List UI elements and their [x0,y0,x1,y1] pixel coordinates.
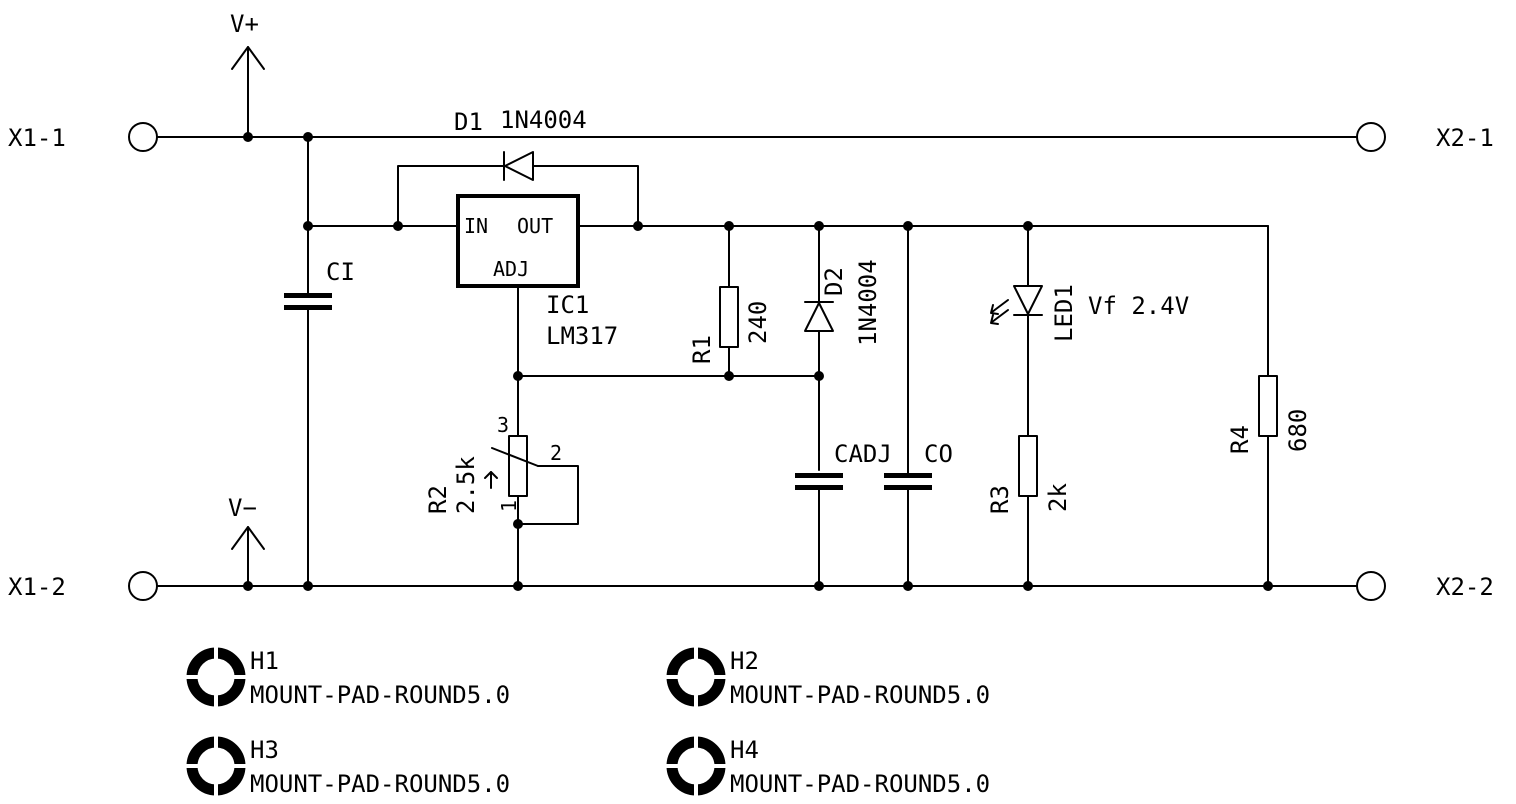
junction-dot [513,519,523,529]
connector-x2-2-label: X2-2 [1436,573,1494,601]
led-led1-note: Vf 2.4V [1088,292,1189,320]
junction-dots [243,132,1273,591]
junction-dot [303,132,313,142]
capacitor-co-ref: CO [924,440,953,468]
ic1-ref: IC1 [546,291,589,319]
resistor-r1-ref: R1 [688,335,716,364]
resistor-r4: R4 680 [1226,225,1312,587]
trimmer-r2: 3 2 1 R2 2.5k [424,413,579,587]
junction-dot [814,581,824,591]
resistor-r1: R1 240 [688,225,772,377]
mount-pad-h1-ref: H1 [250,647,279,675]
diode-d2: D2 1N4004 [804,225,882,471]
resistor-r1-value: 240 [744,301,772,344]
mount-pad-h1-value: MOUNT-PAD-ROUND5.0 [250,681,510,709]
junction-dot [303,221,313,231]
diode-d2-value: 1N4004 [854,259,882,346]
trimmer-r2-pin3: 3 [497,413,509,437]
resistor-r4-value: 680 [1284,409,1312,452]
junction-dot [1263,581,1273,591]
mount-pad-h3: H3 MOUNT-PAD-ROUND5.0 [185,735,510,798]
mount-pad-h2: H2 MOUNT-PAD-ROUND5.0 [665,646,990,709]
mount-pad-h2-value: MOUNT-PAD-ROUND5.0 [730,681,990,709]
mount-pad-h4: H4 MOUNT-PAD-ROUND5.0 [665,735,990,798]
trimmer-r2-pin1: 1 [497,500,521,512]
trimmer-r2-ref: R2 [424,485,452,514]
ic1-pin-adj: ADJ [493,257,529,281]
supply-negative-symbol: V− [228,494,265,587]
supply-positive-label: V+ [230,10,259,38]
junction-dot [903,581,913,591]
diode-d1-value: 1N4004 [500,106,587,134]
junction-dot [243,132,253,142]
junction-dot [724,371,734,381]
junction-dot [1023,221,1033,231]
diode-d2-ref: D2 [820,267,848,296]
capacitor-ci: CI [284,136,355,587]
connector-x2-1: X2-1 [1356,122,1494,152]
junction-dot [243,581,253,591]
resistor-r3-value: 2k [1044,483,1072,512]
mount-pad-icon [185,646,247,708]
connector-x1-1: X1-1 [8,122,158,152]
resistor-r3-ref: R3 [986,485,1014,514]
junction-dot [513,581,523,591]
connector-x1-1-label: X1-1 [8,124,66,152]
junction-dot [393,221,403,231]
trimmer-r2-value: 2.5k [452,456,480,514]
junction-dot [903,221,913,231]
trimmer-r2-pin2: 2 [550,441,562,465]
capacitor-ci-ref: CI [326,258,355,286]
connector-x1-2: X1-2 [8,571,158,601]
mount-pad-h3-ref: H3 [250,736,279,764]
junction-dot [814,221,824,231]
capacitor-cadj: CADJ [795,440,892,587]
capacitor-co: CO [884,225,953,587]
mount-pad-icon [665,735,727,797]
ic1-pin-in: IN [464,214,488,238]
connector-x1-2-label: X1-2 [8,573,66,601]
mount-pad-h4-ref: H4 [730,736,759,764]
led-led1: LED1 Vf 2.4V [990,225,1189,437]
connector-x2-1-label: X2-1 [1436,124,1494,152]
mount-pad-h2-ref: H2 [730,647,759,675]
supply-negative-label: V− [228,494,257,522]
connector-x2-2: X2-2 [1356,571,1494,601]
capacitor-cadj-ref: CADJ [834,440,892,468]
junction-dot [513,371,523,381]
junction-dot [303,581,313,591]
junction-dot [814,371,824,381]
ic1-value: LM317 [546,322,618,350]
resistor-r4-ref: R4 [1226,425,1254,454]
junction-dot [724,221,734,231]
mount-pad-h1: H1 MOUNT-PAD-ROUND5.0 [185,646,510,709]
mount-pad-h3-value: MOUNT-PAD-ROUND5.0 [250,770,510,798]
resistor-r3: R3 2k [986,435,1072,587]
junction-dot [1023,581,1033,591]
mount-pad-icon [185,735,247,797]
diode-d1: D1 1N4004 [397,106,639,227]
junction-dot [633,221,643,231]
mount-pad-h4-value: MOUNT-PAD-ROUND5.0 [730,770,990,798]
supply-positive-symbol: V+ [230,10,265,138]
diode-d1-ref: D1 [454,108,483,136]
mount-pad-icon [665,646,727,708]
led-led1-ref: LED1 [1050,284,1078,342]
ic1-pin-out: OUT [517,214,553,238]
regulator-ic1: IN OUT ADJ IC1 LM317 [456,194,618,437]
